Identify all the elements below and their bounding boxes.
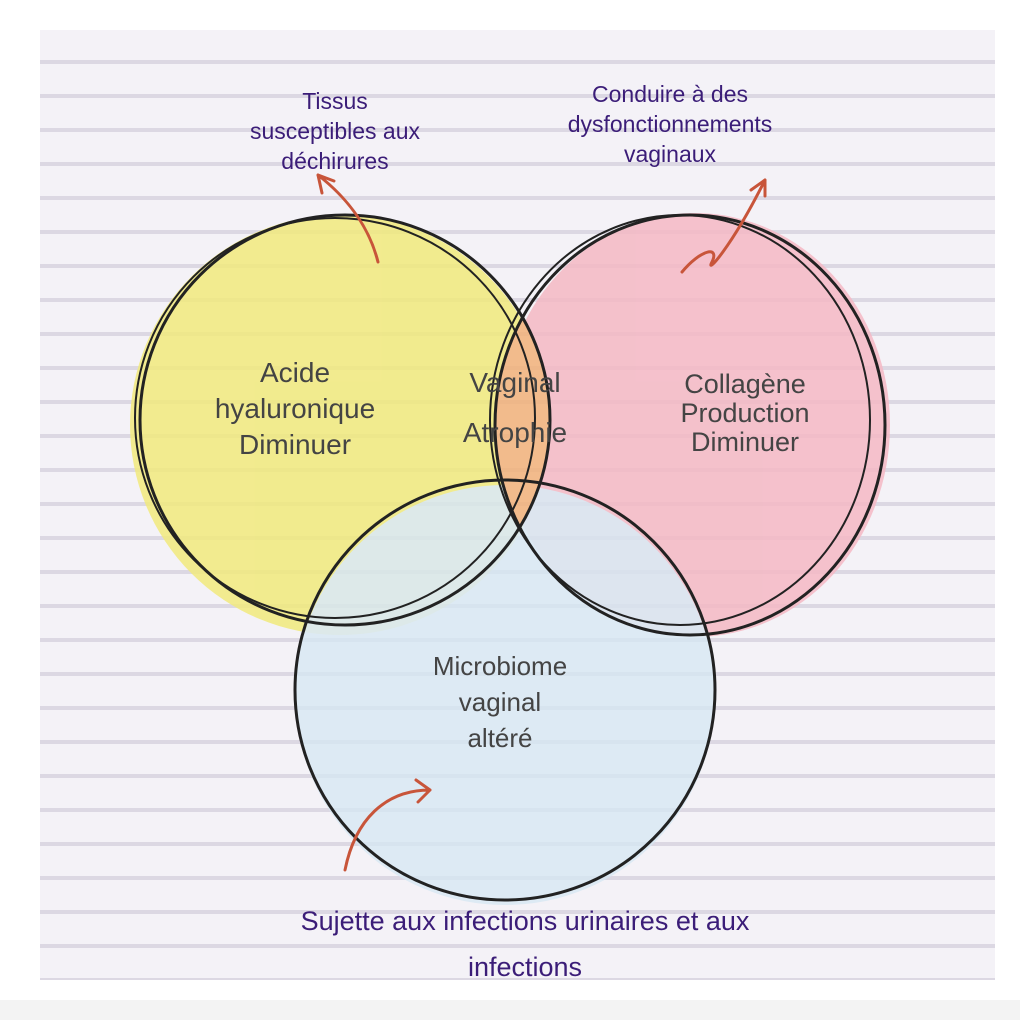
dysfunction-line-1: Conduire à des [592,81,748,107]
collagen-label: Collagène Production Diminuer [640,370,850,457]
collagen-line-1: Collagène [684,369,806,399]
infections-line-2: infections [467,952,583,982]
microbiome-label: Microbiome vaginal altéré [395,648,605,756]
hyaluronic-line-3: Diminuer [238,429,352,460]
microbiome-circle-outline [293,478,717,902]
arrow-infections [343,778,432,872]
dysfunction-line-3: vaginaux [623,141,717,167]
arrow-dysfunction [680,178,767,274]
hyaluronic-circle-outline [138,213,552,627]
tears-line-2: susceptibles aux [249,118,421,144]
hyaluronic-line-2: hyaluronique [214,393,376,424]
microbiome-circle-fill [295,485,715,905]
collagen-circle-sketch [489,214,871,626]
annotation-dysfunction: Conduire à des dysfonctionnements vagina… [530,79,810,169]
center-line-1: Vaginal [469,367,561,398]
collagen-line-3: Diminuer [690,427,800,457]
center-line-2: Atrophie [462,417,568,448]
tears-line-3: déchirures [281,148,389,174]
annotation-infections: Sujette aux infections urinaires et aux … [220,898,830,990]
bottom-strip [0,1000,1020,1020]
microbiome-line-3: altéré [467,723,533,753]
dysfunction-line-2: dysfonctionnements [567,111,773,137]
arrow-tears [316,173,380,264]
center-label: Vaginal Atrophie [435,358,595,458]
hyaluronic-label: Acide hyaluronique Diminuer [190,355,400,463]
collagen-line-2: Production [680,398,810,428]
microbiome-line-1: Microbiome [432,651,568,681]
hyaluronic-circle-sketch [134,217,536,619]
microbiome-line-2: vaginal [458,687,542,717]
tears-line-1: Tissus [302,88,368,114]
annotation-tears: Tissus susceptibles aux déchirures [220,86,450,176]
infections-line-1: Sujette aux infections urinaires et aux [300,906,750,936]
hyaluronic-line-1: Acide [259,357,331,388]
